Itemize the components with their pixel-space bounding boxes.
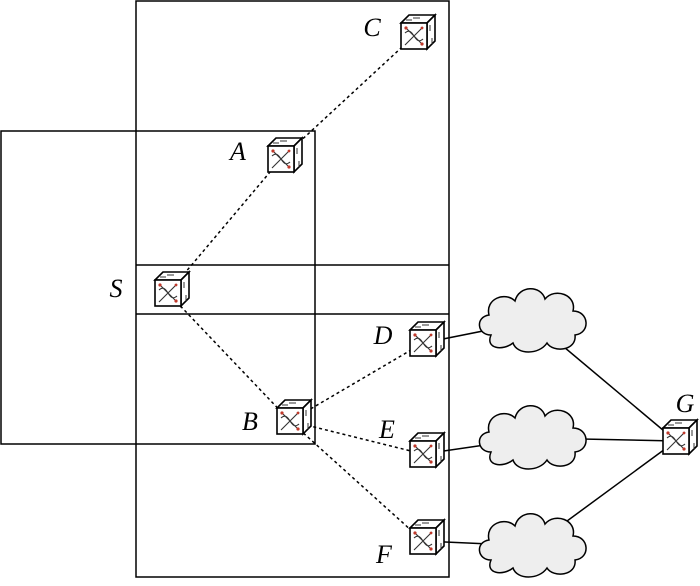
switch-E-icon (408, 431, 446, 469)
coverage-regions (0, 0, 450, 578)
switch-G-icon (661, 418, 699, 456)
node-label-A: A (228, 137, 246, 166)
link-A-C (280, 35, 415, 160)
clouds-layer (478, 288, 587, 578)
switch-B-icon (275, 398, 313, 436)
node-label-B: B (242, 407, 258, 436)
node-label-E: E (378, 415, 395, 444)
links-layer (167, 35, 677, 547)
link-B-F (289, 420, 424, 542)
switch-S-icon (153, 270, 191, 308)
node-label-F: F (375, 540, 393, 569)
switch-F-icon (408, 518, 446, 556)
region-outer-left (0, 130, 316, 445)
cloud-1-icon (478, 288, 587, 353)
link-S-B (167, 292, 291, 422)
cloud-2-icon (478, 405, 587, 470)
node-label-D: D (373, 321, 393, 350)
link-B-E (289, 420, 424, 455)
node-label-G: G (676, 389, 695, 418)
switch-A-icon (266, 136, 304, 174)
switch-D-icon (408, 320, 446, 358)
node-label-S: S (110, 274, 123, 303)
cloud-3-icon (478, 513, 587, 578)
switch-C-icon (399, 13, 437, 51)
nodes-layer: C A S D B E F G (110, 13, 699, 569)
region-tall-center (135, 0, 450, 578)
link-B-D (289, 342, 424, 422)
node-label-C: C (363, 13, 381, 42)
link-S-A (167, 158, 282, 294)
